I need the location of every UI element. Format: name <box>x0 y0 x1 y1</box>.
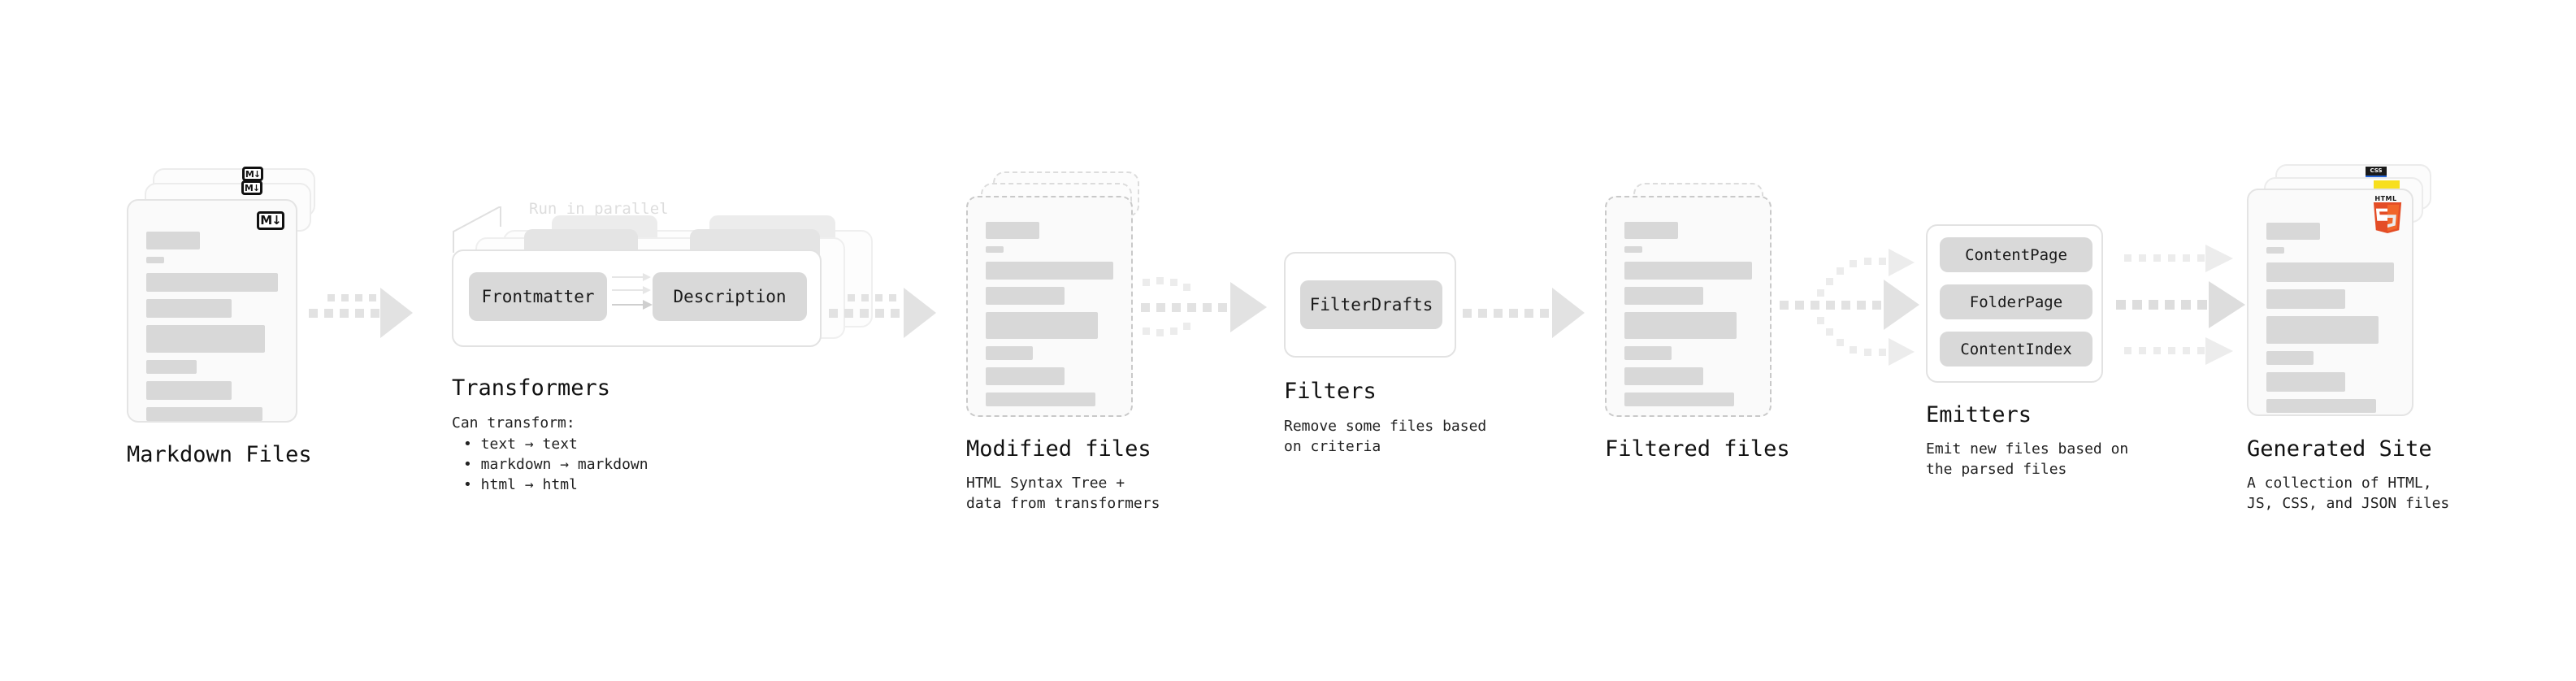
site-card-content <box>2266 223 2394 420</box>
run-in-parallel-label: Run in parallel <box>529 200 669 218</box>
markdown-badge: M↓ <box>257 211 284 230</box>
transformers-bullets: • text → text • markdown → markdown • ht… <box>463 434 648 495</box>
transformers-title: Transformers <box>452 375 611 401</box>
transformer-panel: Frontmatter Description <box>452 249 822 347</box>
filter-chip-filterdrafts[interactable]: FilterDrafts <box>1300 280 1442 329</box>
filtered-card-content <box>1624 222 1752 414</box>
arrow-transformers-to-modified <box>829 288 936 338</box>
markdown-card: M↓ <box>127 199 297 423</box>
markdown-badge-ghost-back: M↓ <box>242 167 263 181</box>
filtered-files-title: Filtered files <box>1605 436 1790 462</box>
arrow-filtered-to-emitters <box>1780 249 1919 366</box>
bullet-markdown-markdown: • markdown → markdown <box>463 456 648 473</box>
markdown-files-title: Markdown Files <box>127 442 312 467</box>
modified-card-content <box>986 222 1113 414</box>
filters-panel: FilterDrafts <box>1284 252 1456 358</box>
modified-files-title: Modified files <box>966 436 1151 462</box>
html5-icon: HTML <box>2370 195 2402 233</box>
markdown-card-content <box>146 232 278 428</box>
transformers-subtitle: Can transform: <box>452 414 575 432</box>
transformer-chip-description[interactable]: Description <box>653 272 807 321</box>
markdown-badge-ghost-mid: M↓ <box>241 180 262 195</box>
filters-subtitle: Remove some files based on criteria <box>1284 418 1487 455</box>
run-in-parallel-bracket <box>453 206 501 253</box>
emitter-chip-contentpage[interactable]: ContentPage <box>1940 237 2092 272</box>
generated-site-subtitle: A collection of HTML, JS, CSS, and JSON … <box>2247 475 2450 512</box>
filtered-card <box>1605 196 1772 417</box>
bullet-text-text: • text → text <box>463 436 578 453</box>
filters-title: Filters <box>1284 379 1377 404</box>
arrow-filters-to-filtered <box>1463 288 1585 338</box>
emitter-chip-folderpage[interactable]: FolderPage <box>1940 284 2092 319</box>
modified-files-subtitle: HTML Syntax Tree + data from transformer… <box>966 475 1160 512</box>
site-card: HTML <box>2247 189 2413 416</box>
emitters-title: Emitters <box>1926 402 2032 427</box>
emitter-chip-contentindex[interactable]: ContentIndex <box>1940 332 2092 367</box>
transformer-chip-frontmatter[interactable]: Frontmatter <box>469 272 607 321</box>
arrow-emitters-to-site <box>2116 245 2245 365</box>
html5-icon-caption: HTML <box>2374 195 2397 202</box>
generated-site-title: Generated Site <box>2247 436 2432 462</box>
emitters-subtitle: Emit new files based on the parsed files <box>1926 440 2129 478</box>
arrow-modified-to-filters <box>1141 277 1267 336</box>
transformer-inner-arrows <box>612 273 653 310</box>
emitters-panel: ContentPage FolderPage ContentIndex <box>1926 224 2103 383</box>
arrow-markdown-to-transformers <box>309 288 413 338</box>
bullet-html-html: • html → html <box>463 476 578 493</box>
modified-card <box>966 196 1133 417</box>
